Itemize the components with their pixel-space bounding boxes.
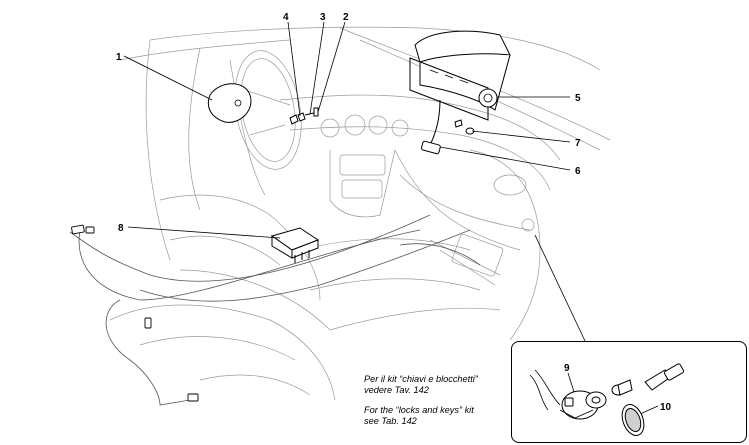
passenger-airbag-connector — [420, 99, 441, 155]
note-english-line-2: see Tab. 142 — [364, 416, 417, 426]
wiring-harness — [69, 214, 481, 406]
callout-4: 4 — [283, 12, 289, 23]
callout-6: 6 — [575, 166, 581, 177]
callout-3: 3 — [320, 12, 326, 23]
callout-9: 9 — [564, 363, 570, 374]
door-panel-outline — [469, 149, 541, 341]
cabin-outline — [119, 26, 611, 261]
seats-outline — [109, 194, 504, 401]
callout-1: 1 — [116, 52, 122, 63]
inset-lock-cylinder — [611, 379, 633, 396]
airbag-control-unit — [270, 227, 320, 263]
note-italian-line-2: vedere Tav. 142 — [364, 385, 429, 395]
callout-7: 7 — [575, 138, 581, 149]
kit-reference-note: Per il kit “chiavi e blocchetti” vedere … — [364, 374, 512, 427]
callout-8: 8 — [118, 223, 124, 234]
note-italian-line-1: Per il kit “chiavi e blocchetti” — [364, 374, 478, 384]
callout-10: 10 — [660, 402, 672, 413]
dashboard-outline — [279, 94, 561, 251]
callout-5: 5 — [575, 93, 581, 104]
callout-2: 2 — [343, 12, 349, 23]
passenger-airbag-module — [409, 30, 511, 121]
note-english-line-1: For the “locks and keys” kit — [364, 405, 474, 415]
key-tag-icon — [621, 404, 645, 436]
harness-connectors — [71, 224, 199, 402]
passenger-airbag-fastener — [454, 119, 475, 135]
driver-airbag-module — [207, 83, 252, 123]
inset-ignition-lock — [529, 369, 607, 420]
leader-lines — [123, 21, 659, 415]
fastener-screws — [289, 107, 319, 125]
inset-frame — [511, 341, 747, 443]
key-icon — [644, 363, 685, 391]
